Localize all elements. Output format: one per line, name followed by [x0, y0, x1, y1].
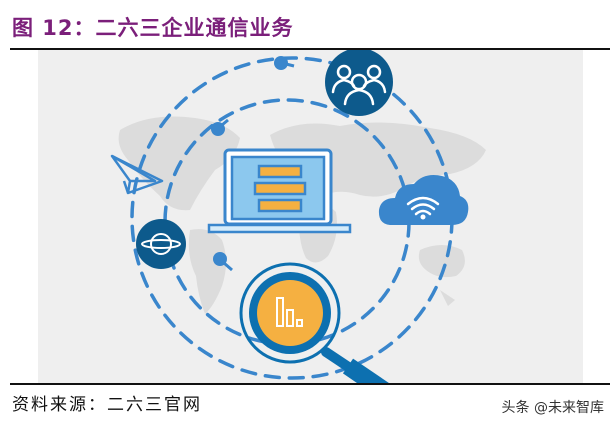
planet-icon: [136, 219, 186, 269]
cloud-wifi-icon: [378, 175, 469, 225]
source-note: 资料来源：二六三官网: [12, 395, 202, 415]
illustration-panel: [38, 50, 583, 383]
node-dots: [211, 56, 295, 272]
watermark: 头条 @未来智库: [501, 400, 604, 416]
magnifier-chart-icon: [239, 262, 389, 383]
people-group-icon: [325, 50, 393, 116]
laptop-icon: [207, 148, 352, 234]
paper-plane-icon: [110, 154, 164, 195]
illustration: [110, 50, 486, 383]
bottom-rule: [10, 383, 610, 385]
figure-title: 图 12：二六三企业通信业务: [12, 16, 294, 40]
top-rule: [10, 48, 610, 50]
